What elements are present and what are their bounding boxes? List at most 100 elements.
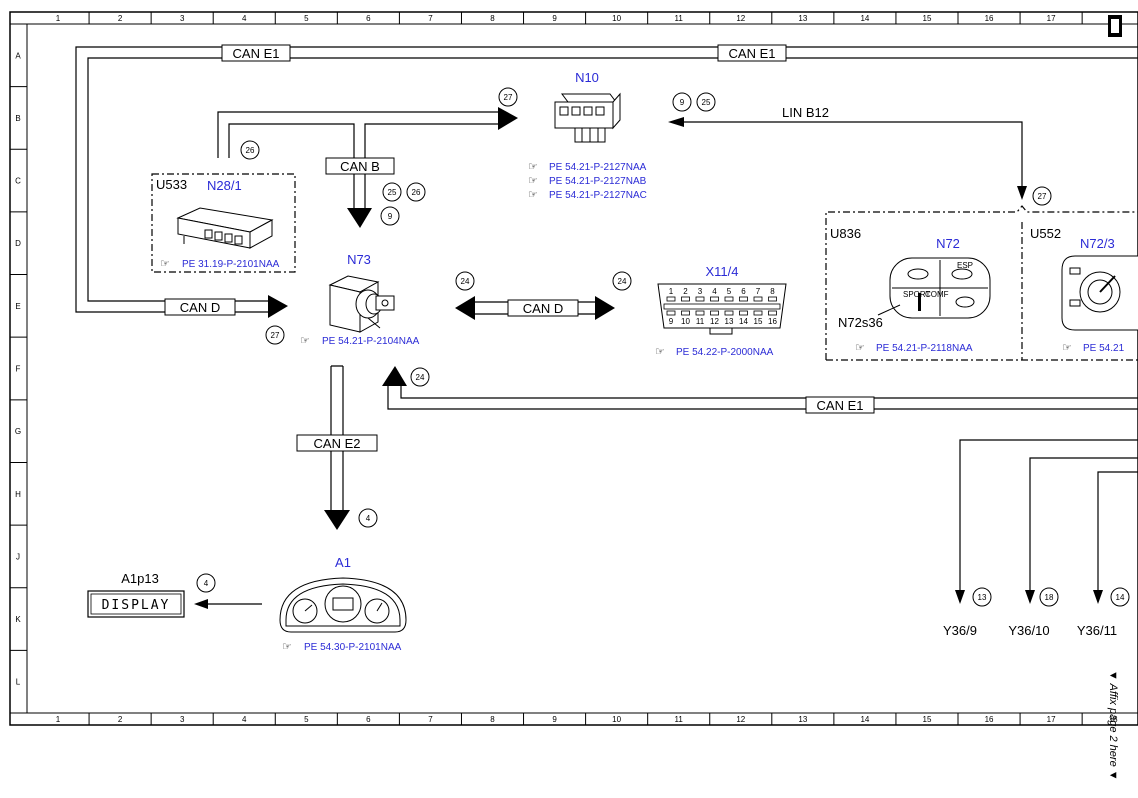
grid-column-label: 8 bbox=[490, 14, 495, 23]
circle-24-cane1: 24 bbox=[410, 367, 430, 387]
can-e2-label: CAN E2 bbox=[314, 436, 361, 451]
circle-24-n73-text: 24 bbox=[461, 277, 470, 286]
a1-to-display-line bbox=[194, 599, 262, 609]
can-d-label-right: CAN D bbox=[523, 301, 563, 316]
n10-component: N10 ☞ PE 54.21-P-2127NAA ☞ PE 54.21-P-21… bbox=[528, 70, 647, 201]
arrow-into-n73-bottom bbox=[382, 366, 407, 386]
n73-label: N73 bbox=[347, 252, 371, 267]
x11-4-pin-number: 1 bbox=[669, 287, 674, 296]
x11-4-pin-number: 10 bbox=[681, 317, 690, 326]
x11-4-pin bbox=[695, 310, 705, 316]
grid-column-label: 15 bbox=[923, 715, 932, 724]
a1p13-label: A1p13 bbox=[121, 571, 159, 586]
circle-24-x11-text: 24 bbox=[618, 277, 627, 286]
circle-14: 14 bbox=[1110, 587, 1130, 607]
grid-column-label: 3 bbox=[180, 14, 185, 23]
n10-ref-icon-2: ☞ bbox=[528, 175, 538, 187]
x11-4-pin-number: 9 bbox=[669, 317, 674, 326]
circle-9-lin-text: 9 bbox=[680, 98, 685, 107]
can-b-bus: CAN B bbox=[217, 107, 518, 228]
n73-ref-icon: ☞ bbox=[300, 335, 310, 347]
n28-1-ref[interactable]: PE 31.19-P-2101NAA bbox=[182, 259, 280, 270]
circle-27-cand: 27 bbox=[265, 325, 285, 345]
u533-group: U533 N28/1 ☞ PE 31.19-P-2101NAA bbox=[151, 173, 296, 273]
can-e1-label-left: CAN E1 bbox=[233, 46, 280, 61]
lin-b12-label: LIN B12 bbox=[782, 105, 829, 120]
circle-26-canb-text: 26 bbox=[412, 188, 421, 197]
a1-ref[interactable]: PE 54.30-P-2101NAA bbox=[304, 642, 402, 653]
grid-column-label: 9 bbox=[552, 715, 557, 724]
grid-row-label: H bbox=[15, 490, 21, 499]
n72-ref[interactable]: PE 54.21-P-2118NAA bbox=[876, 343, 973, 354]
grid-column-label: 12 bbox=[736, 14, 745, 23]
circle-27-cand-text: 27 bbox=[271, 331, 280, 340]
can-e1-top-bus: CAN E1 CAN E1 bbox=[75, 44, 1138, 313]
grid-column-label: 17 bbox=[1047, 715, 1056, 724]
x11-4-pin-number: 12 bbox=[710, 317, 719, 326]
n72-sport-label: SPORT bbox=[903, 290, 931, 299]
can-b-label-box bbox=[325, 157, 395, 175]
grid-column-label: 2 bbox=[118, 14, 123, 23]
can-e1-label-bottom: CAN E1 bbox=[817, 398, 864, 413]
grid-column-label: 11 bbox=[675, 14, 684, 23]
grid-row-label: A bbox=[15, 51, 21, 60]
n73-ref[interactable]: PE 54.21-P-2104NAA bbox=[322, 336, 420, 347]
x11-4-pin bbox=[753, 296, 763, 302]
x11-4-pin bbox=[739, 296, 748, 302]
grid-column-label: 3 bbox=[180, 715, 185, 724]
x11-4-pin-number: 5 bbox=[727, 287, 732, 296]
x11-4-pin-number: 15 bbox=[754, 317, 763, 326]
n10-ref-2[interactable]: PE 54.21-P-2127NAB bbox=[549, 176, 647, 187]
x11-4-pin bbox=[710, 296, 719, 302]
x11-4-pin bbox=[768, 310, 777, 316]
can-e1-label-right: CAN E1 bbox=[729, 46, 776, 61]
grid-column-label: 14 bbox=[860, 14, 869, 23]
x11-4-pin-number: 3 bbox=[698, 287, 703, 296]
grid-column-label: 10 bbox=[612, 715, 621, 724]
y36-9-label: Y36/9 bbox=[943, 623, 977, 638]
reference-circles: 27 9 25 26 25 26 9 27 24 24 27 24 4 4 13… bbox=[196, 87, 1130, 607]
x11-4-ref[interactable]: PE 54.22-P-2000NAA bbox=[676, 347, 774, 358]
n10-ref-1[interactable]: PE 54.21-P-2127NAA bbox=[549, 162, 647, 173]
circle-4-display: 4 bbox=[196, 573, 216, 593]
x11-4-pin bbox=[710, 310, 719, 316]
n73-ignition-switch-icon bbox=[328, 275, 395, 333]
x11-4-pin-number: 11 bbox=[696, 317, 705, 326]
grid-column-label: 9 bbox=[552, 14, 557, 23]
grid-column-label: 4 bbox=[242, 715, 247, 724]
x11-4-pin-number: 13 bbox=[725, 317, 734, 326]
a1p13-component: A1p13 DISPLAY bbox=[87, 571, 185, 618]
u552-label: U552 bbox=[1030, 226, 1061, 241]
n72-3-label: N72/3 bbox=[1080, 236, 1115, 251]
circle-13-text: 13 bbox=[978, 593, 987, 602]
can-e1-label-box-left bbox=[221, 44, 291, 62]
n10-ref-3[interactable]: PE 54.21-P-2127NAC bbox=[549, 190, 647, 201]
x11-4-pin bbox=[724, 296, 734, 302]
circle-24-x11: 24 bbox=[612, 271, 632, 291]
u533-boundary bbox=[151, 173, 296, 273]
grid-column-label: 12 bbox=[736, 715, 745, 724]
grid-row-label: L bbox=[16, 678, 21, 687]
y36-11-label: Y36/11 bbox=[1077, 623, 1117, 638]
circle-24-cane1-text: 24 bbox=[416, 373, 425, 382]
u533-label: U533 bbox=[156, 177, 187, 192]
circle-27-n10: 27 bbox=[498, 87, 518, 107]
n72-3-ref[interactable]: PE 54.21 bbox=[1083, 343, 1125, 354]
grid-column-label: 7 bbox=[428, 14, 433, 23]
can-d-label-box-right bbox=[507, 299, 579, 317]
x11-4-pin bbox=[695, 296, 705, 302]
grid-row-label: G bbox=[15, 427, 21, 436]
x11-4-pin bbox=[666, 296, 676, 302]
grid-column-label: 10 bbox=[612, 14, 621, 23]
can-e2-bus: CAN E2 bbox=[296, 365, 378, 530]
circle-9-canb: 9 bbox=[380, 206, 400, 226]
arrow-into-n73-left bbox=[268, 295, 288, 318]
x11-4-socket-tab bbox=[709, 327, 733, 335]
circle-25-lin: 25 bbox=[696, 92, 716, 112]
can-d-label-box-left bbox=[164, 298, 236, 316]
circle-4-display-text: 4 bbox=[204, 579, 209, 588]
circle-26-canb: 26 bbox=[406, 182, 426, 202]
arrow-into-n73-top bbox=[347, 208, 372, 228]
